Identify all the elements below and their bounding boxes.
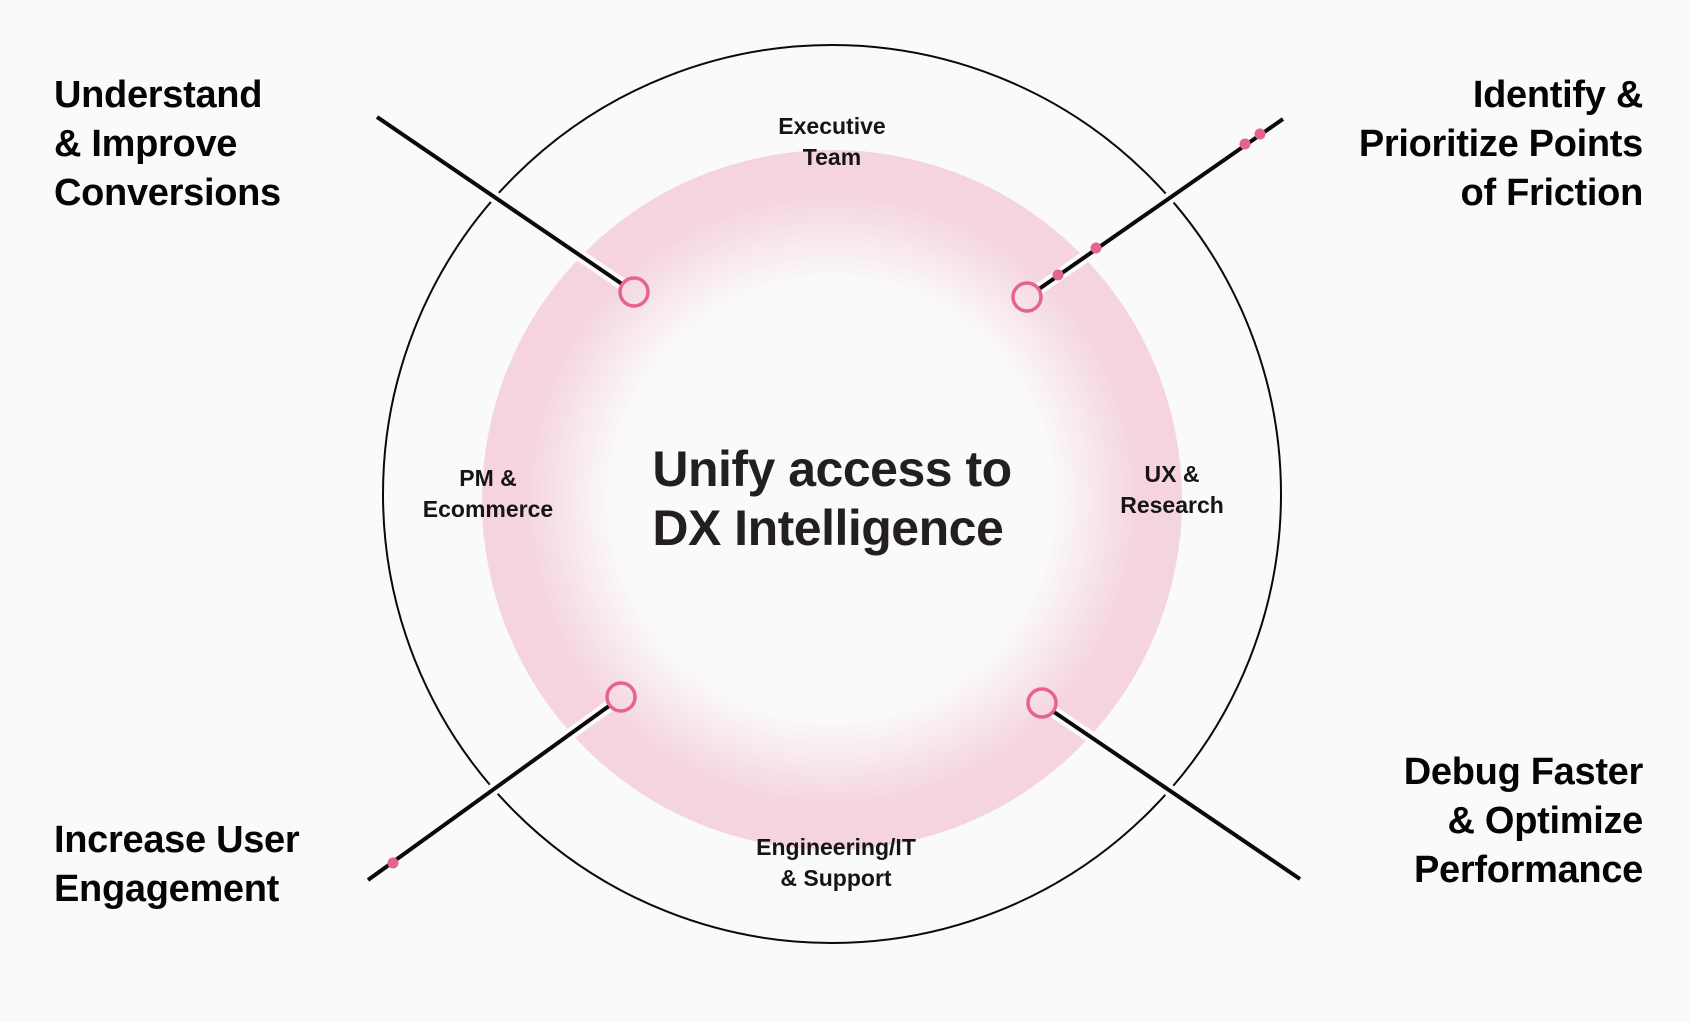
segment-executive-team: Executive Team <box>778 111 885 173</box>
outcome-line: Engagement <box>54 868 280 910</box>
connector-line <box>375 115 624 286</box>
outcome-performance: Debug Faster & Optimize Performance <box>1403 748 1644 895</box>
outcome-friction: Identify & Prioritize Points of Friction <box>1359 71 1643 218</box>
signal-dot <box>1090 242 1102 254</box>
outcome-line: Performance <box>1413 849 1643 891</box>
outcome-line: Debug Faster <box>1403 751 1644 793</box>
connector-line <box>1052 710 1302 881</box>
outcome-conversions: Understand & Improve Conversions <box>54 71 281 218</box>
signal-dot <box>1239 138 1251 150</box>
signal-dot <box>1052 269 1064 281</box>
outcome-line: of Friction <box>1460 172 1644 214</box>
connector-friction <box>1011 114 1287 313</box>
segment-line: UX & <box>1144 461 1200 487</box>
segment-line: PM & <box>459 465 517 491</box>
signal-dot <box>387 857 399 869</box>
segment-line: & Support <box>780 865 892 891</box>
center-title: Unify access to DX Intelligence <box>652 440 1012 558</box>
center-title-line: DX Intelligence <box>652 500 1004 556</box>
segment-line: Ecommerce <box>422 496 554 522</box>
segment-line: Research <box>1120 492 1224 518</box>
segment-pm-ecommerce: PM & Ecommerce <box>423 463 553 525</box>
outcome-engagement: Increase User Engagement <box>54 816 300 914</box>
segment-line: Executive <box>778 113 886 139</box>
connector-conversions <box>373 112 650 308</box>
node-ring[interactable] <box>1026 687 1058 719</box>
outcome-line: Identify & <box>1472 74 1643 116</box>
center-title-line: Unify access to <box>652 441 1012 497</box>
segment-engineering-support: Engineering/IT & Support <box>756 832 916 894</box>
outcome-line: Conversions <box>54 172 281 214</box>
node-ring[interactable] <box>605 681 637 713</box>
segment-ux-research: UX & Research <box>1120 459 1224 521</box>
node-ring[interactable] <box>1011 281 1043 313</box>
signal-dot <box>1254 128 1266 140</box>
connector-performance <box>1026 687 1304 884</box>
segment-line: Engineering/IT <box>756 834 916 860</box>
outer-circle <box>382 44 1282 944</box>
outcome-line: Increase User <box>54 819 300 861</box>
segment-line: Team <box>802 144 862 170</box>
outcome-line: Prioritize Points <box>1358 123 1643 165</box>
outcome-line: Understand <box>54 74 263 116</box>
outcome-line: & Optimize <box>1447 800 1644 842</box>
connector-engagement <box>364 681 637 885</box>
connector-line <box>366 704 611 882</box>
node-ring[interactable] <box>618 276 650 308</box>
outcome-line: & Improve <box>54 123 238 165</box>
